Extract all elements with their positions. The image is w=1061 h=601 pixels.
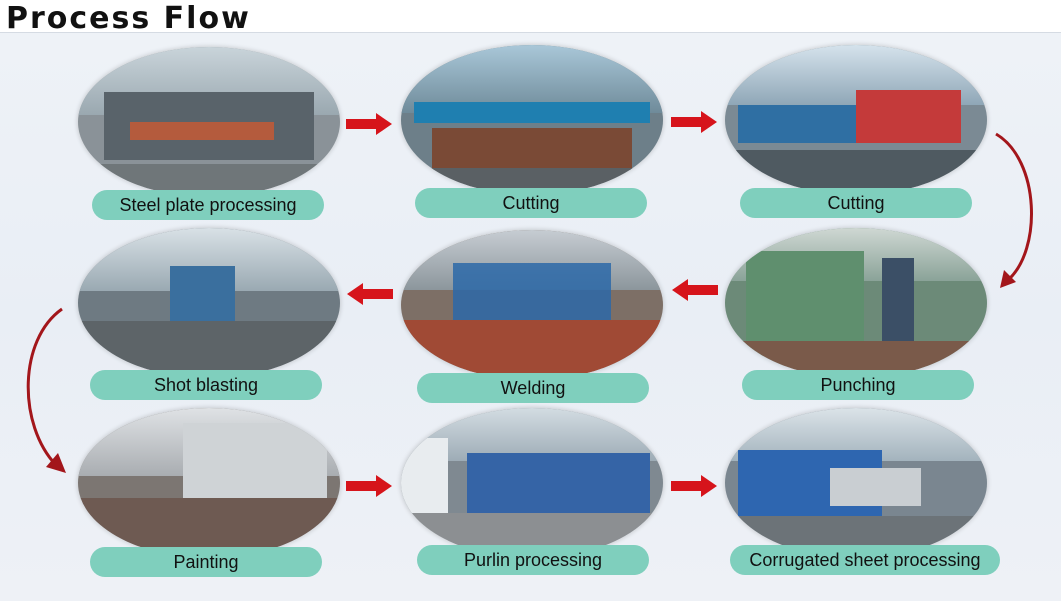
page-title: Process Flow <box>6 1 251 36</box>
step-label-purlin-processing: Purlin processing <box>417 545 649 575</box>
arrow-right-icon <box>671 111 717 133</box>
arrow-right-icon <box>346 113 392 135</box>
step-photo-cutting-1 <box>401 45 663 195</box>
step-photo-corrugated-sheet-processing <box>725 408 987 558</box>
step-label-cutting-1: Cutting <box>415 188 647 218</box>
arrow-right-icon <box>671 475 717 497</box>
step-photo-purlin-processing <box>401 408 663 558</box>
step-photo-welding <box>401 230 663 380</box>
step-photo-painting <box>78 408 340 558</box>
arrow-left-icon <box>672 279 718 301</box>
step-photo-cutting-2 <box>725 45 987 195</box>
step-label-cutting-2: Cutting <box>740 188 972 218</box>
step-label-steel-plate-processing: Steel plate processing <box>92 190 324 220</box>
step-photo-shot-blasting <box>78 228 340 378</box>
step-label-painting: Painting <box>90 547 322 577</box>
curved-arrow-down-icon <box>995 132 1033 288</box>
step-label-corrugated-sheet-processing: Corrugated sheet processing <box>730 545 1000 575</box>
step-photo-punching <box>725 228 987 378</box>
step-label-shot-blasting: Shot blasting <box>90 370 322 400</box>
curved-arrow-down-icon <box>26 307 66 473</box>
arrow-left-icon <box>347 283 393 305</box>
step-photo-steel-plate-processing <box>78 47 340 197</box>
arrow-right-icon <box>346 475 392 497</box>
step-label-welding: Welding <box>417 373 649 403</box>
step-label-punching: Punching <box>742 370 974 400</box>
